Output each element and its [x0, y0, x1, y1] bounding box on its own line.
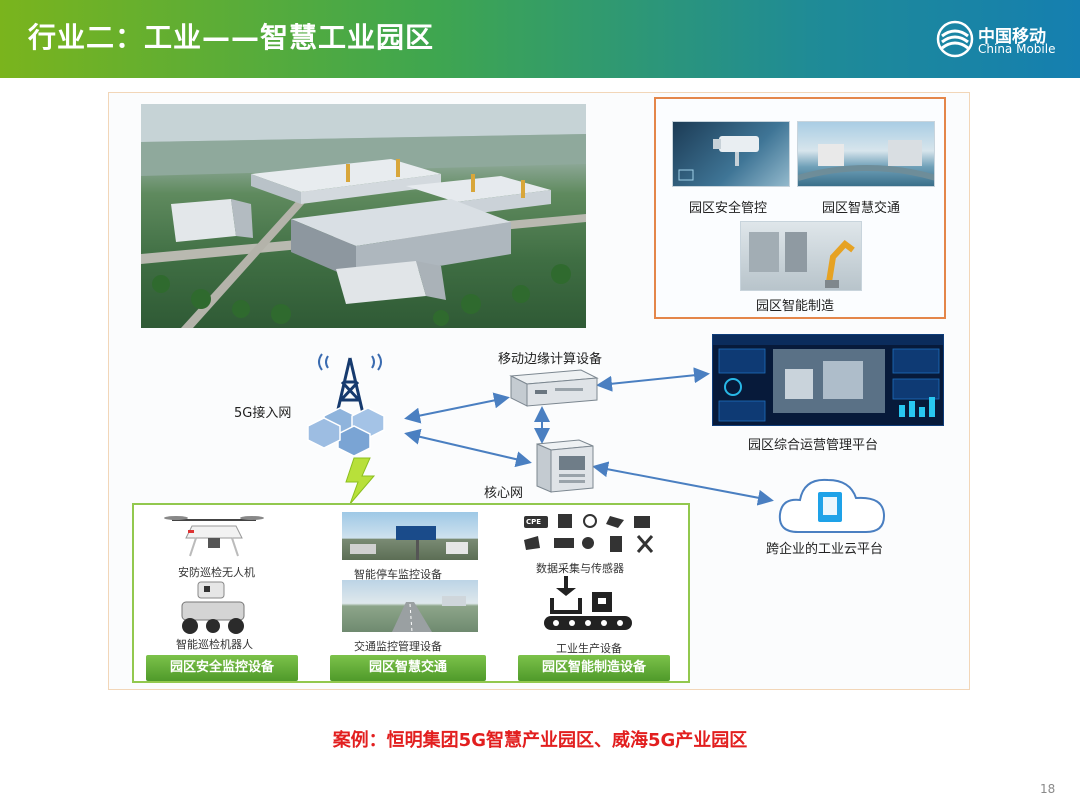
scene-label-traffic: 园区智慧交通: [822, 201, 901, 216]
core-network-server-icon: [536, 439, 594, 493]
highway-illustration: [392, 596, 466, 632]
arrow-access-to-core: [404, 428, 532, 468]
robot-arm-icon: [749, 232, 855, 288]
logo-chinese-text: 中国移动: [978, 27, 1046, 47]
sensors-label: 数据采集与传感器: [536, 562, 624, 575]
traffic-illustration: [798, 140, 934, 181]
cpe-label: CPE: [526, 518, 542, 526]
5g-tower-icon: [307, 353, 385, 456]
page-title: 行业二：工业——智慧工业园区: [28, 21, 435, 54]
arrow-core-to-cloud: [592, 461, 774, 506]
traffic-monitor-image: [342, 580, 478, 632]
header-bar: 行业二：工业——智慧工业园区 中国移动 China Mobile: [0, 0, 1080, 78]
ops-platform-label: 园区综合运营管理平台: [748, 438, 879, 453]
logo-english-text: China Mobile: [978, 42, 1056, 56]
traffic-monitor-label: 交通监控管理设备: [354, 640, 442, 653]
operations-dashboard-screen: [712, 334, 944, 426]
arrow-access-to-edge: [404, 392, 510, 424]
case-study-text: 案例：恒明集团5G智慧产业园区、威海5G产业园区: [332, 730, 748, 751]
page-number: 18: [1040, 782, 1056, 796]
category-security-devices[interactable]: 园区安全监控设备: [146, 655, 298, 681]
edge-computing-label: 移动边缘计算设备: [498, 352, 603, 367]
category-smart-traffic[interactable]: 园区智慧交通: [330, 655, 486, 681]
scene-label-manufacturing: 园区智能制造: [756, 299, 835, 314]
arrow-edge-to-platform: [596, 367, 710, 392]
inspection-robot-icon: [181, 581, 245, 634]
robot-label: 智能巡检机器人: [176, 638, 253, 651]
category-manufacturing-devices[interactable]: 园区智能制造设备: [518, 655, 670, 681]
industrial-park-aerial-image: [141, 104, 586, 328]
access-network-label: 5G接入网: [234, 406, 292, 421]
wireless-signal-icon: [345, 457, 376, 505]
security-scene-image: [672, 121, 790, 187]
core-network-label: 核心网: [484, 486, 524, 501]
application-scenes-panel: 园区安全管控 园区智慧交通 园区智能制造: [654, 97, 946, 319]
dashboard-illustration: [713, 335, 943, 422]
parking-monitor-image: [342, 512, 478, 560]
drone-icon: [164, 516, 264, 557]
china-mobile-logo-icon: [936, 20, 974, 58]
traffic-scene-image: [797, 121, 935, 187]
cpe-icon: [524, 516, 548, 528]
cloud-platform-label: 跨企业的工业云平台: [766, 542, 884, 557]
security-camera-icon: [678, 136, 759, 181]
cloud-icon: [778, 478, 886, 533]
production-line-icon: [544, 576, 632, 630]
aerial-illustration: [141, 104, 586, 328]
parking-label: 智能停车监控设备: [354, 568, 442, 581]
parking-gate-illustration: [350, 526, 468, 560]
production-label: 工业生产设备: [556, 642, 622, 655]
china-mobile-logo: 中国移动 China Mobile: [936, 20, 1066, 60]
sensor-icons-grid: [524, 514, 654, 553]
scene-label-security: 园区安全管控: [689, 201, 768, 216]
manufacturing-scene-image: [740, 221, 862, 291]
edge-server-icon: [509, 369, 599, 407]
drone-label: 安防巡检无人机: [178, 566, 255, 579]
